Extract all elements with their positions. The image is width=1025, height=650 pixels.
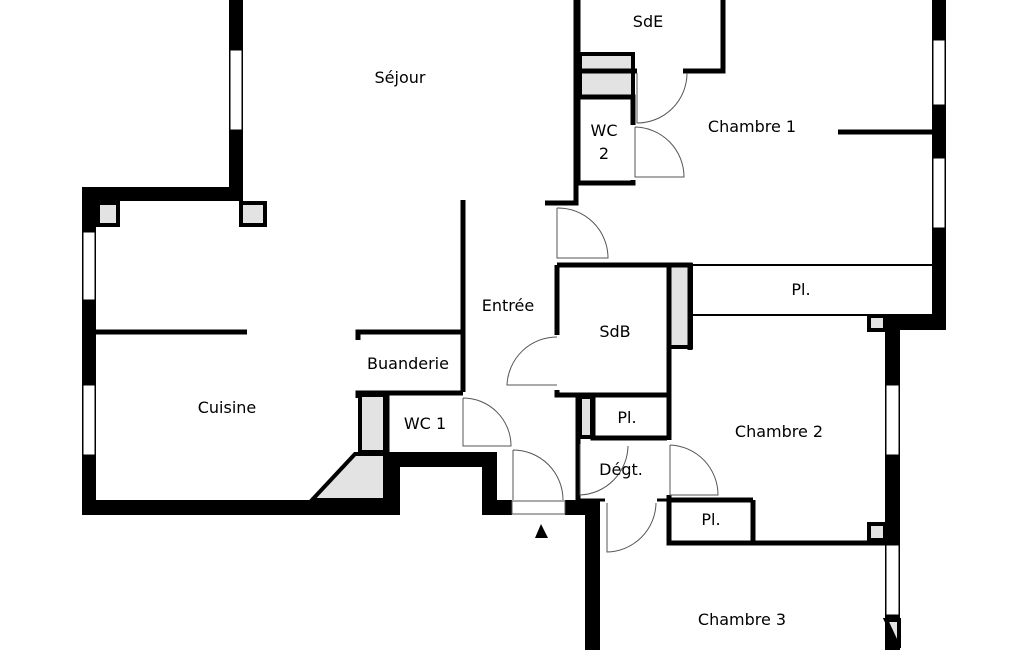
exterior-walls — [82, 0, 946, 650]
windows — [82, 39, 946, 616]
label-chambre-1: Chambre 1 — [708, 117, 796, 136]
label-sde: SdE — [633, 12, 663, 31]
entrance-arrow-icon — [535, 524, 548, 538]
label-chambre-2: Chambre 2 — [735, 422, 823, 441]
label-wc-2-line2: 2 — [599, 144, 609, 163]
shafts — [96, 52, 901, 649]
label-entree: Entrée — [482, 296, 534, 315]
label-degt: Dégt. — [599, 460, 643, 479]
label-wc-2-line1: WC — [591, 121, 618, 140]
interior-walls — [96, 0, 932, 546]
label-sdb: SdB — [599, 322, 630, 341]
label-placard-3: Pl. — [701, 510, 720, 529]
label-placard-2: Pl. — [617, 408, 636, 427]
label-chambre-3: Chambre 3 — [698, 610, 786, 629]
label-cuisine: Cuisine — [198, 398, 257, 417]
label-wc-1: WC 1 — [404, 414, 446, 433]
label-sejour: Séjour — [375, 68, 426, 87]
doors — [462, 72, 719, 553]
label-buanderie: Buanderie — [367, 354, 449, 373]
room-labels: Séjour SdE Chambre 1 WC 2 Entrée SdB Pl.… — [198, 12, 823, 629]
label-placard-1: Pl. — [791, 280, 810, 299]
